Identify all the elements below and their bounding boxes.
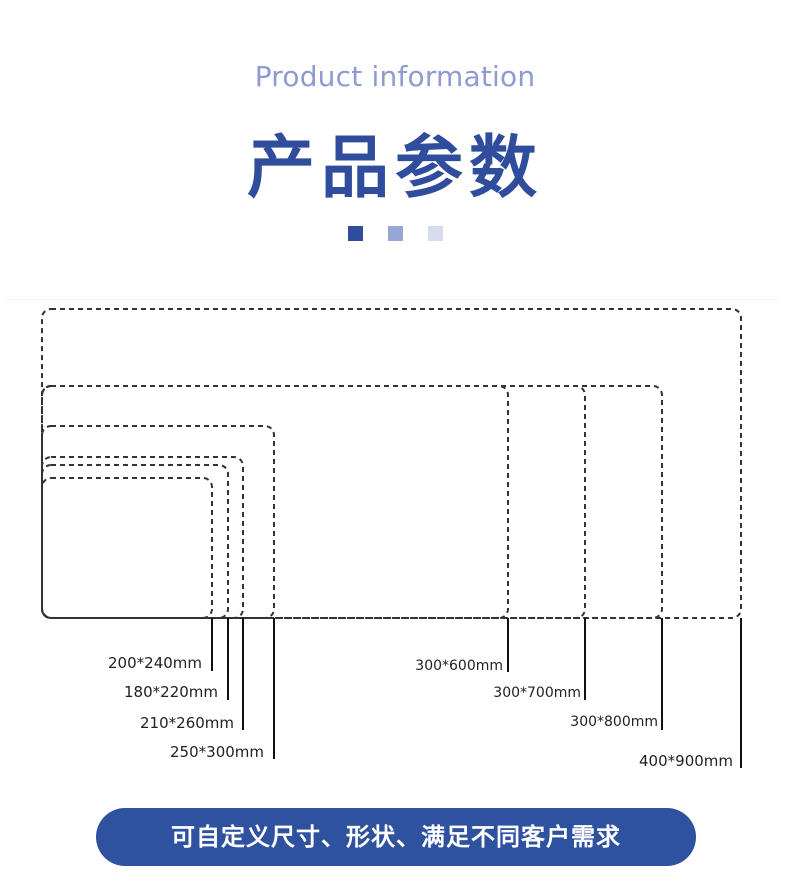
size-label-250x300: 250*300mm — [170, 743, 264, 761]
customization-banner: 可自定义尺寸、形状、满足不同客户需求 — [96, 808, 696, 866]
indicator-dot-1 — [348, 226, 363, 241]
size-label-210x260: 210*260mm — [140, 714, 234, 732]
outline-300x800 — [41, 385, 663, 619]
size-label-300x700: 300*700mm — [493, 685, 581, 701]
indicator-dot-3 — [428, 226, 443, 241]
size-label-400x900: 400*900mm — [639, 752, 733, 770]
outline-300x700 — [41, 385, 586, 619]
outline-400x900 — [41, 308, 742, 619]
indicator-dot-2 — [388, 226, 403, 241]
size-label-300x600: 300*600mm — [415, 658, 503, 674]
subtitle: Product information — [254, 60, 536, 93]
outline-250x300 — [41, 425, 275, 619]
size-label-180x220: 180*220mm — [124, 683, 218, 701]
page-title: 产品参数 — [246, 129, 543, 208]
section-divider — [6, 299, 778, 300]
size-label-300x800: 300*800mm — [570, 714, 658, 730]
outline-200x240 — [41, 477, 213, 619]
outline-180x220 — [41, 464, 229, 619]
size-label-200x240: 200*240mm — [108, 654, 202, 672]
outline-300x600 — [41, 385, 509, 619]
